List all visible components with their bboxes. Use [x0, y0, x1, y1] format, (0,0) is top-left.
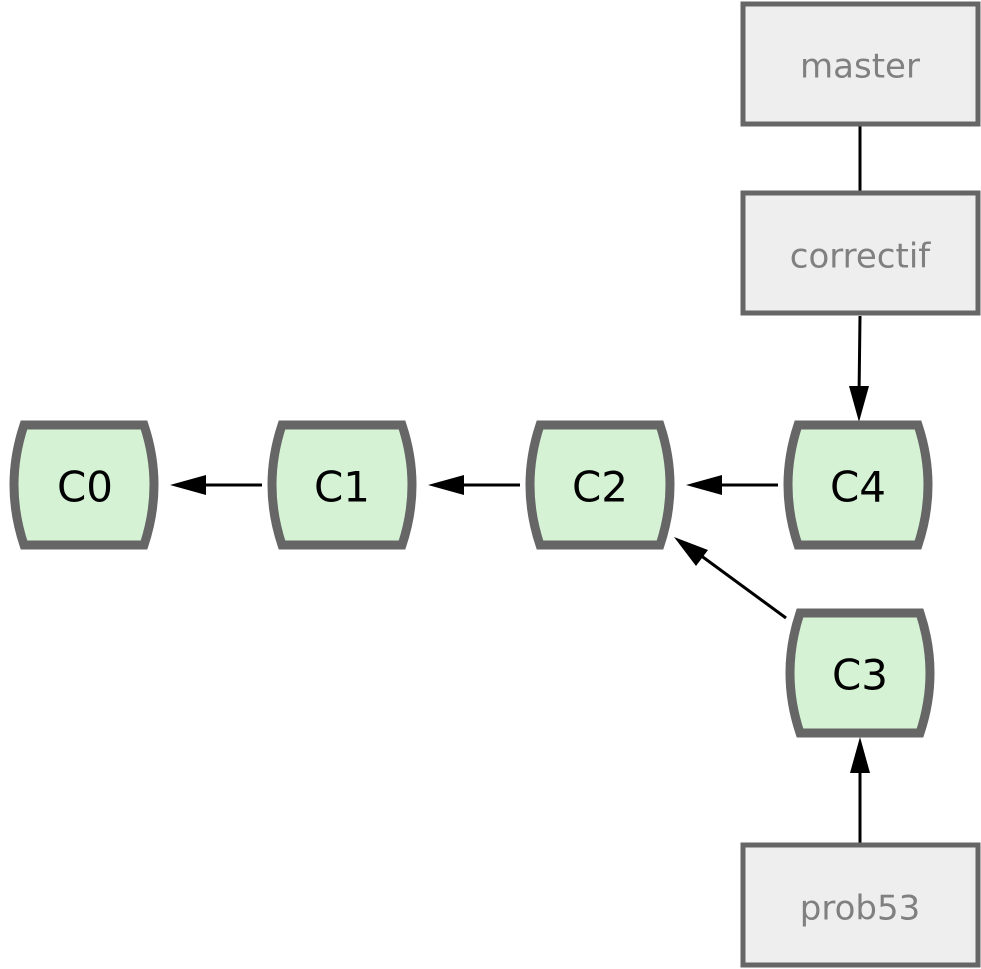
edges: [170, 124, 870, 843]
commit-label-c0: C0: [57, 463, 113, 512]
commit-node-c4: C4: [783, 420, 933, 550]
edge-c3-to-c2: [674, 537, 787, 620]
branch-label-correctif: correctif: [790, 237, 931, 277]
commit-label-c2: C2: [572, 463, 628, 512]
branch-label-master: master: [800, 47, 920, 87]
branch-ref-master: master: [740, 1, 981, 127]
edge-c1-to-c0: [170, 475, 262, 495]
commit-node-c0: C0: [9, 420, 159, 550]
branch-ref-correctif: correctif: [740, 190, 981, 316]
commit-node-c1: C1: [267, 420, 417, 550]
edge-prob53-to-c3: [850, 737, 870, 843]
commit-node-c3: C3: [785, 608, 935, 738]
commit-node-c2: C2: [525, 420, 675, 550]
commit-label-c3: C3: [832, 651, 888, 700]
edge-c4-to-c2: [686, 475, 778, 495]
branch-label-prob53: prob53: [800, 889, 920, 929]
branch-ref-prob53: prob53: [740, 842, 981, 968]
edge-c2-to-c1: [428, 475, 520, 495]
edge-correctif-to-c4: [849, 315, 869, 422]
commit-label-c1: C1: [314, 463, 370, 512]
commit-label-c4: C4: [830, 463, 886, 512]
